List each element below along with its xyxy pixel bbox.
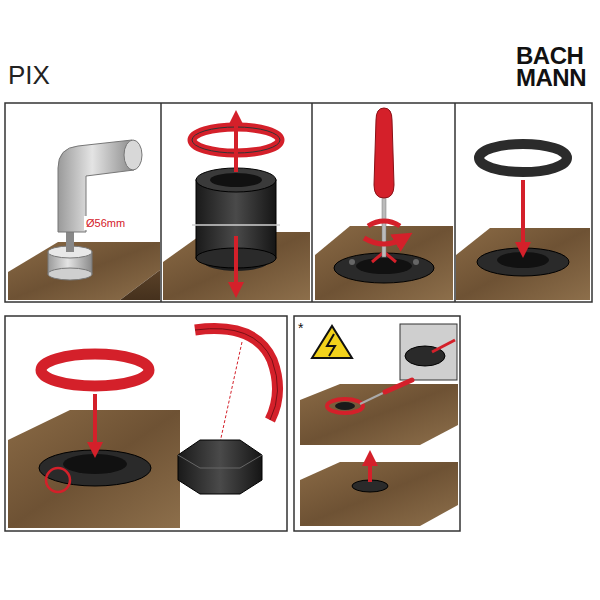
product-title: PIX xyxy=(8,60,50,91)
ring-step xyxy=(456,144,590,300)
socket-insert-step xyxy=(163,118,310,300)
screw-step xyxy=(315,108,453,300)
brand-logo: BACH MANN xyxy=(516,45,594,89)
footnote-mark: * xyxy=(298,320,303,336)
panel-frames xyxy=(5,103,592,531)
drill-step xyxy=(8,140,160,300)
removal-step xyxy=(300,324,458,526)
dimension-label: Ø56mm xyxy=(84,216,127,230)
red-ring-step xyxy=(8,329,278,528)
